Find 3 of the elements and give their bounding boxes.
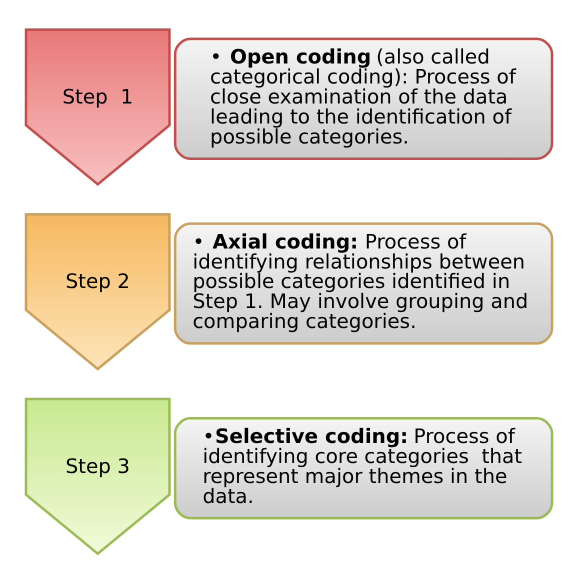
- node-box: •Selective coding: Process of identifying core categories that represent major themes in the data.: [174, 417, 554, 520]
- node-box: • Axial coding: Process of identifying relationships between possible categories identified in Step 1. May involve grouping and comparing categories.: [174, 222, 554, 345]
- node-box: • Open coding (also called categorical coding): Process of close examination of the data leading to the identification of possible categories.: [174, 38, 554, 160]
